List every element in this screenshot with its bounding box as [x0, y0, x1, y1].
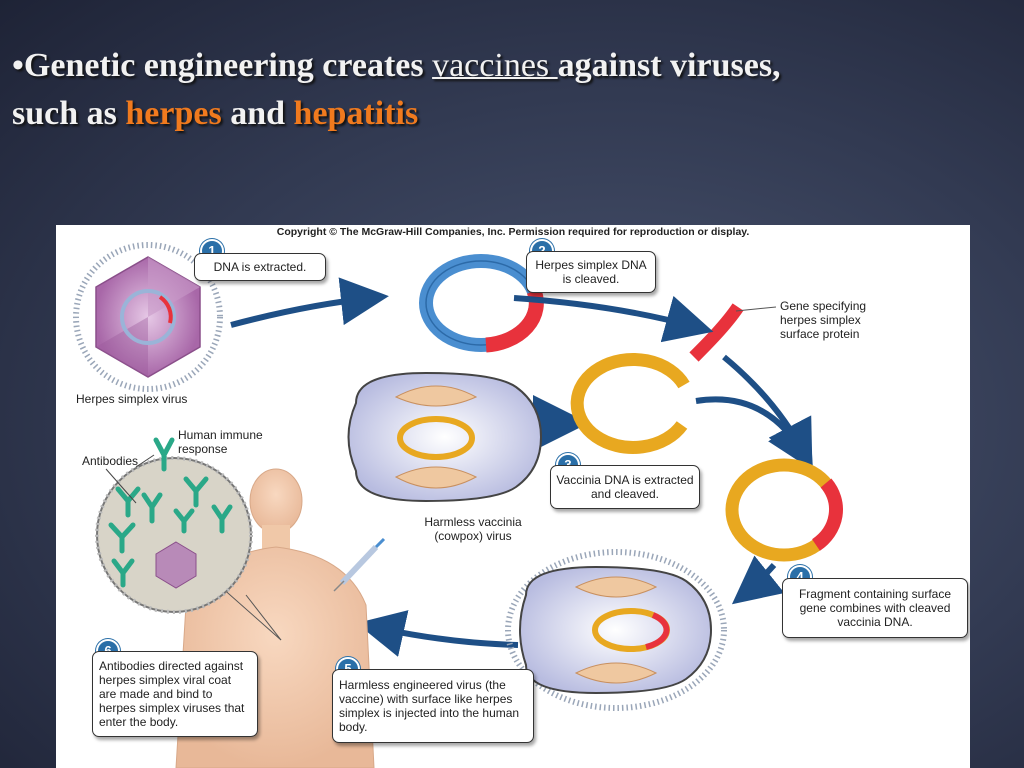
- arrow-step4: [731, 555, 785, 605]
- vaccinia-label: Harmless vaccinia (cowpox) virus: [424, 515, 522, 543]
- step-5-callout: Harmless engineered virus (the vaccine) …: [332, 669, 534, 743]
- antibodies-label: Antibodies: [82, 454, 139, 468]
- arrow-step5: [356, 610, 519, 657]
- title-highlight-herpes: herpes: [125, 95, 222, 132]
- step-3-callout: Vaccinia DNA is extracted and cleaved.: [550, 465, 700, 509]
- title-part2: against viruses,: [557, 47, 781, 84]
- title-line2-start: such as: [12, 95, 126, 132]
- engineered-virus-icon: [505, 549, 727, 711]
- step-1-callout: DNA is extracted.: [194, 253, 326, 281]
- vaccinia-dna-ring-icon: [570, 352, 690, 454]
- title-underlined-word: vaccines: [432, 47, 558, 84]
- gene-fragment-icon: [689, 303, 744, 362]
- herpes-virus-icon: [73, 242, 223, 392]
- step-4-callout: Fragment containing surface gene combine…: [782, 578, 968, 638]
- syringe-icon: [333, 537, 386, 592]
- arrow-step2: [513, 295, 714, 343]
- step-2-callout: Herpes simplex DNA is cleaved.: [526, 251, 656, 293]
- arrow-vaccinia-to-combine: [695, 396, 814, 471]
- herpes-virus-label: Herpes simplex virus: [76, 392, 188, 406]
- gene-label: Gene specifying herpes simplex surface p…: [780, 299, 867, 341]
- arrow-step1: [230, 277, 389, 328]
- gene-label-pointer: [735, 306, 777, 312]
- vaccinia-virus-icon: [347, 371, 543, 503]
- title-highlight-hepatitis: hepatitis: [293, 95, 419, 132]
- recombinant-dna-ring-icon: [725, 458, 843, 562]
- slide-title: •Genetic engineering creates vaccines ag…: [12, 42, 1002, 138]
- step-6-callout: Antibodies directed against herpes simpl…: [92, 651, 258, 737]
- vaccine-diagram: Copyright © The McGraw-Hill Companies, I…: [56, 225, 970, 768]
- immune-response-label: Human immune response: [178, 428, 263, 456]
- copyright-notice: Copyright © The McGraw-Hill Companies, I…: [276, 226, 750, 238]
- title-bullet: •: [12, 47, 24, 84]
- title-part1: Genetic engineering creates: [23, 47, 433, 84]
- herpes-dna-ring-icon: [419, 254, 544, 353]
- title-and: and: [221, 95, 294, 132]
- immune-response-magnifier-icon: [95, 437, 282, 641]
